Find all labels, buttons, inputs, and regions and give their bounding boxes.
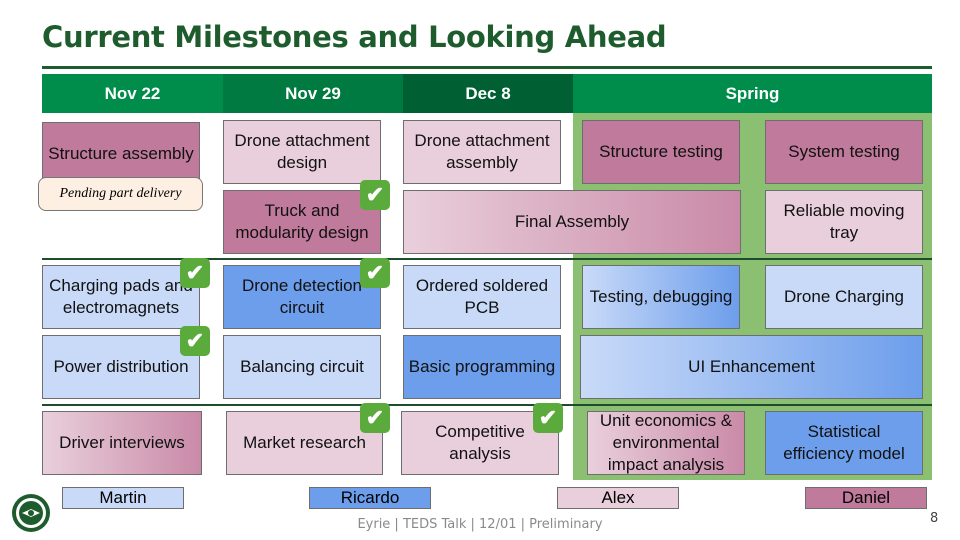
header-nov29: Nov 29: [223, 74, 403, 113]
task-statistical-model: Statistical efficiency model: [765, 411, 923, 475]
header-spring: Spring: [573, 74, 932, 113]
task-ui-enhancement: UI Enhancement: [580, 335, 923, 399]
task-competitive-analysis: Competitive analysis: [401, 411, 559, 475]
task-basic-programming: Basic programming: [403, 335, 561, 399]
task-drone-detection-circuit: Drone detection circuit: [223, 265, 381, 329]
task-unit-economics: Unit economics & environmental impact an…: [587, 411, 745, 475]
eyrie-logo-icon: [12, 494, 50, 532]
check-mark-icon: ✔: [360, 258, 390, 288]
pending-delivery-note: Pending part delivery: [38, 177, 203, 211]
check-mark-icon: ✔: [533, 403, 563, 433]
task-power-distribution: Power distribution: [42, 335, 200, 399]
header-dec8: Dec 8: [403, 74, 573, 113]
task-final-assembly: Final Assembly: [403, 190, 741, 254]
task-system-testing: System testing: [765, 120, 923, 184]
task-structure-testing: Structure testing: [582, 120, 740, 184]
legend-alex: Alex: [557, 487, 679, 509]
page-number: 8: [930, 511, 939, 526]
task-market-research: Market research: [226, 411, 383, 475]
header-nov22: Nov 22: [42, 74, 223, 113]
task-driver-interviews: Driver interviews: [42, 411, 202, 475]
task-structure-assembly: Structure assembly: [42, 122, 200, 185]
title-divider: [42, 66, 932, 69]
page-title: Current Milestones and Looking Ahead: [42, 20, 667, 54]
task-reliable-moving-tray: Reliable moving tray: [765, 190, 923, 254]
task-balancing-circuit: Balancing circuit: [223, 335, 381, 399]
row-divider-1: [42, 258, 932, 260]
task-ordered-pcb: Ordered soldered PCB: [403, 265, 561, 329]
legend-ricardo: Ricardo: [309, 487, 431, 509]
task-testing-debugging: Testing, debugging: [582, 265, 740, 329]
task-charging-pads: Charging pads and electromagnets: [42, 265, 200, 329]
check-mark-icon: ✔: [180, 258, 210, 288]
task-drone-charging: Drone Charging: [765, 265, 923, 329]
task-drone-attachment-assembly: Drone attachment assembly: [403, 120, 561, 184]
check-mark-icon: ✔: [360, 403, 390, 433]
task-drone-attachment-design: Drone attachment design: [223, 120, 381, 184]
footer-text: Eyrie | TEDS Talk | 12/01 | Preliminary: [357, 517, 603, 532]
check-mark-icon: ✔: [180, 326, 210, 356]
row-divider-2: [42, 404, 932, 406]
legend-martin: Martin: [62, 487, 184, 509]
legend-daniel: Daniel: [805, 487, 927, 509]
check-mark-icon: ✔: [360, 180, 390, 210]
task-truck-modularity-design: Truck and modularity design: [223, 190, 381, 254]
